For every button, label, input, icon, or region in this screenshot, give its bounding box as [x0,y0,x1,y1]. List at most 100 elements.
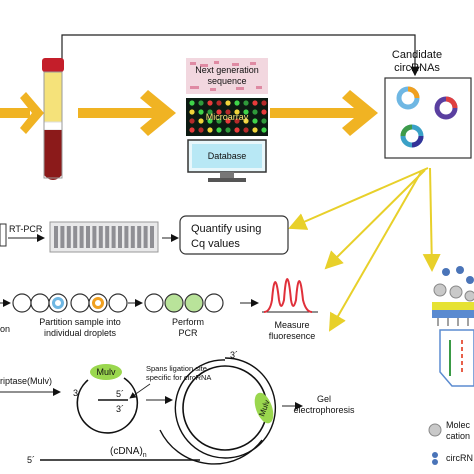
microarray-spot [189,109,195,115]
microarray-label: Microarray [206,112,249,122]
droplet-circrna [52,297,64,309]
gel-line2: electrophoresis [293,405,355,415]
microarray-spot [252,118,258,124]
microarray-spot [216,100,222,106]
microarray-spot [207,100,213,106]
droplet [184,293,204,313]
circrna-icon-3 [400,124,424,148]
database-label: Database [208,151,247,161]
spans-pointer [129,383,151,399]
microarray-spot [252,127,258,133]
five-prime-b: 5´ [27,455,35,465]
microarray-spot [225,118,231,124]
cdna-label: (cDNA)n [110,446,147,459]
microarray-spot [216,118,222,124]
three-prime-c: 3´ [230,350,238,360]
plate-well [66,226,71,248]
database-monitor: Database [187,139,267,182]
microarray-spot [243,127,249,133]
microarray-spot [225,100,231,106]
top-connector [61,34,420,77]
perform-line1: Perform [172,317,204,327]
plate-well [54,226,58,248]
ngs-label-line1: Next generation [195,65,259,75]
method-arrows [288,167,441,332]
measure-line1: Measure [274,320,309,330]
microarray-spot [243,118,249,124]
droplet [88,293,108,313]
blood-tube [42,58,64,180]
microarray-spot [198,100,204,106]
microarray-spot [234,109,240,115]
microarray-spot [234,127,240,133]
plate-well [137,226,142,248]
candidate-box [384,77,472,159]
microarray-spot [207,118,213,124]
small-circrna: Mulv 3 5´ 3´ [73,364,139,434]
droplet [48,293,68,313]
droplet-row [12,293,224,313]
candidate-title-line2: circRNAs [394,62,440,74]
droplet-circrna [92,297,104,309]
partition-line1: Partition sample into [39,317,121,327]
three-prime-b: 3´ [116,404,124,414]
quantify-line1: Quantify using [191,223,261,235]
droplet [164,293,184,313]
partition-line2: individual droplets [44,328,117,338]
ddpcr-prefix: on [0,324,10,334]
process-arrow-1 [0,92,44,134]
plate-well [98,226,103,248]
circrna-icon-1 [396,86,420,110]
ngs-panel: Next generation sequence [186,58,268,94]
ngs-label-line2: sequence [207,76,246,86]
enzyme-label: riptase(Mulv) [0,376,52,386]
microarray-spot [207,109,213,115]
plate-well [130,226,135,248]
mulv-label-small: Mulv [96,367,116,377]
plate-well [118,226,122,248]
microarray-spot [207,127,213,133]
droplet [12,293,32,313]
microarray-spot [198,127,204,133]
microarray-spot [225,109,231,115]
gel-line1: Gel [317,394,331,404]
microarray-spot [189,118,195,124]
fluorescence-peaks [262,278,318,313]
microarray-spot [261,109,267,115]
legend-circ: circRN [446,453,473,463]
plate-well [105,226,110,248]
microarray-spot [243,100,249,106]
plate-well [73,226,78,248]
plate-well [86,226,90,248]
five-prime-a: 5´ [116,389,124,399]
process-arrow-2 [78,90,176,136]
quantify-box: Quantify using Cq values [179,215,289,255]
perform-line2: PCR [178,328,198,338]
droplet [30,293,50,313]
droplet [70,293,90,313]
microarray-panel: Microarray [186,98,268,136]
quantify-line2: Cq values [191,238,240,250]
microarray-spot [234,100,240,106]
microarray-spot [198,109,204,115]
pcr-plate [49,221,159,253]
three-prime-a: 3 [73,388,78,398]
microarray-spot [261,100,267,106]
process-arrow-3 [270,90,378,136]
spans-line2: specific for circRNA [146,373,211,382]
plate-well [111,226,116,248]
legend-mole-line1: Molec [446,420,471,430]
microarray-spot [261,118,267,124]
microarray-spot [189,127,195,133]
legend-mole-line2: cation [446,431,470,441]
plate-well [143,226,148,248]
microarray-spot [234,118,240,124]
microarray-spot [198,118,204,124]
plate-well [124,226,129,248]
microarray-spot [216,127,222,133]
plate-well [92,226,97,248]
microarray-spot [216,109,222,115]
droplet [204,293,224,313]
plate-well [79,226,84,248]
